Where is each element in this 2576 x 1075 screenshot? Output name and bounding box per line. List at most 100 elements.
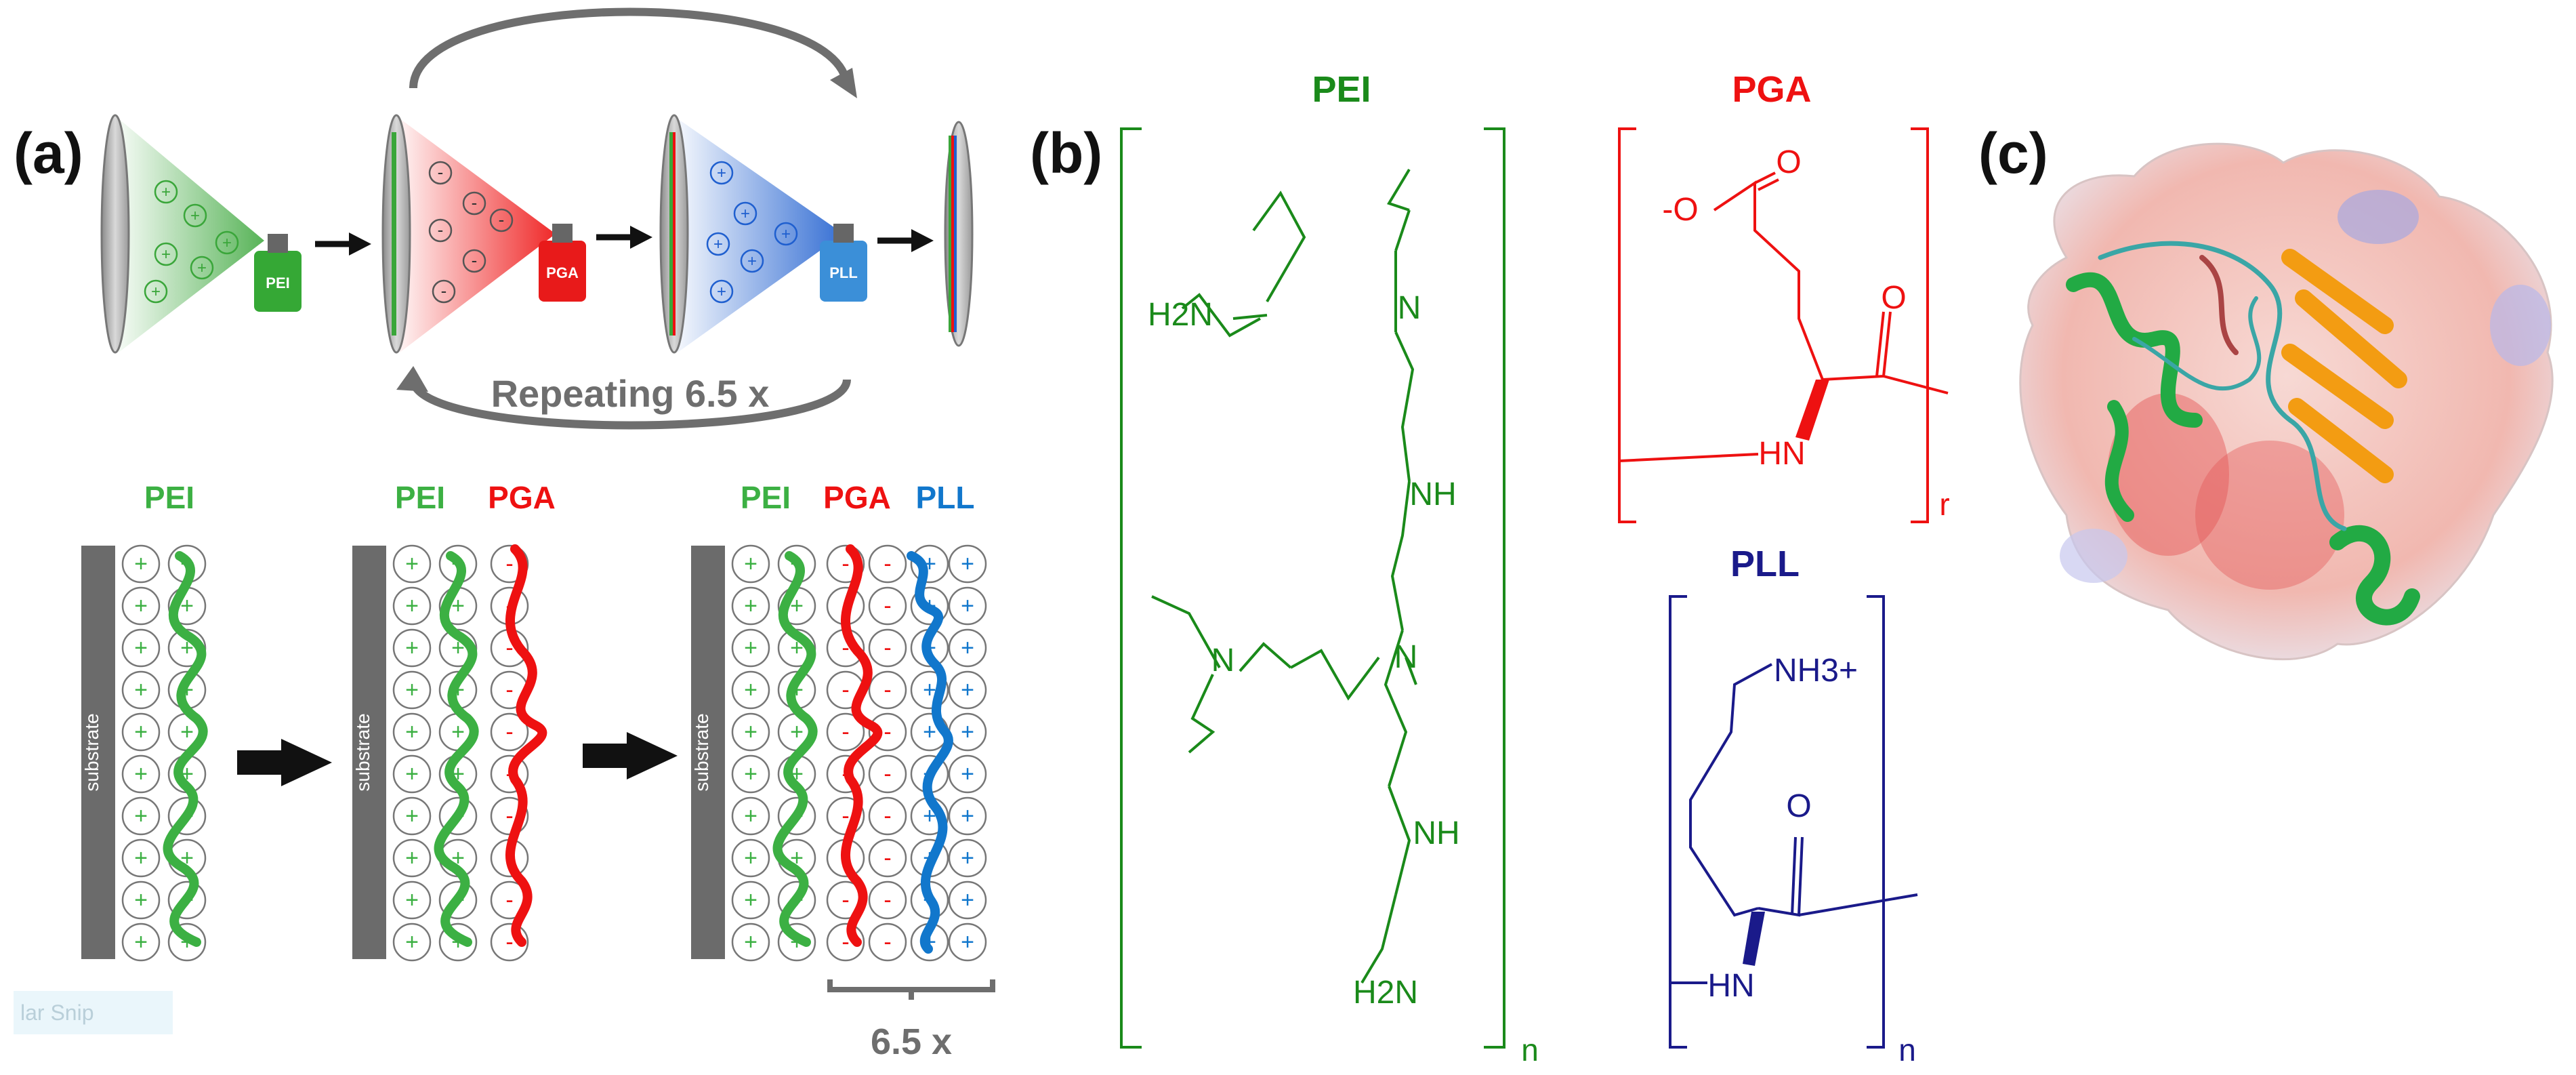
svg-text:+: +	[747, 252, 757, 270]
charge-sign: +	[180, 593, 194, 619]
charge-circle	[392, 586, 432, 626]
substrate-label: substrate	[352, 713, 373, 791]
charge-circle	[731, 796, 770, 836]
charge-circle	[121, 670, 161, 710]
charge-circle	[731, 712, 770, 752]
charge-circle	[121, 754, 161, 794]
substrate-label: substrate	[81, 713, 102, 791]
bracket	[827, 979, 995, 992]
charge-circle	[948, 838, 987, 878]
spray-step-pei: ++ ++ ++ PEI	[100, 114, 302, 354]
spray-can-pei	[254, 251, 302, 312]
charge-circle	[121, 628, 161, 668]
charge-sign: +	[744, 887, 757, 913]
charge-circle	[868, 712, 907, 752]
pei-group-h2n: H2N	[1148, 297, 1213, 333]
pga-chain	[840, 544, 883, 947]
charge-circle	[121, 712, 161, 752]
charge-sign: -	[842, 929, 849, 955]
charge-circle	[948, 796, 987, 836]
charge-circles-green	[144, 180, 239, 304]
bracket-right	[1484, 127, 1505, 1049]
charge-circle	[826, 922, 865, 962]
charge-sign: +	[134, 845, 148, 871]
charge-circle	[438, 880, 478, 920]
charge-circle	[910, 670, 949, 710]
charge-sign: +	[134, 761, 148, 787]
bracket-right	[1911, 127, 1929, 523]
svg-text:+: +	[197, 259, 207, 277]
charge-circle	[731, 838, 770, 878]
charge-sign: +	[405, 803, 419, 829]
charge-circle	[731, 586, 770, 626]
charge-sign: +	[961, 719, 974, 745]
charge-sign: +	[744, 551, 757, 577]
charge-sign: +	[405, 719, 419, 745]
substrate-label: substrate	[691, 713, 712, 791]
charge-sign: -	[842, 677, 849, 703]
charge-sign: +	[134, 593, 148, 619]
substrate-disk	[100, 114, 130, 354]
pga-group-o: O	[1776, 144, 1801, 180]
charge-circle	[392, 544, 432, 584]
charge-sign: +	[405, 845, 419, 871]
charge-sign: -	[505, 887, 513, 913]
secondary-structure	[2066, 241, 2420, 626]
pei-group-n: N	[1398, 290, 1421, 326]
pei-title: PEI	[1312, 69, 1371, 110]
pga-subscript: r	[1939, 487, 1949, 522]
charge-circle	[167, 796, 207, 836]
charge-sign: +	[961, 929, 974, 955]
charge-circle	[167, 628, 207, 668]
charge-circle	[438, 628, 478, 668]
spray-cone-red	[400, 119, 556, 352]
charge-circle	[868, 922, 907, 962]
bracket-right	[1867, 595, 1885, 1049]
charge-circle	[868, 628, 907, 668]
charge-circle	[948, 880, 987, 920]
svg-text:+: +	[190, 207, 200, 225]
loop-arrow-top	[409, 7, 851, 89]
charge-sign: -	[884, 887, 891, 913]
pga-chain	[505, 544, 547, 947]
charge-sign: +	[134, 551, 148, 577]
pei-chain	[434, 551, 479, 947]
charge-sign: +	[744, 593, 757, 619]
svg-text:-: -	[438, 220, 444, 240]
bracket-left	[1669, 595, 1687, 1049]
charge-circle	[868, 670, 907, 710]
svg-text:+: +	[717, 283, 726, 301]
pll-structure: PLL NH3+ O HN n	[1669, 544, 1918, 1068]
charge-circle	[731, 880, 770, 920]
charge-circle	[121, 796, 161, 836]
charge-circle	[121, 838, 161, 878]
charge-sign: -	[884, 761, 891, 787]
charge-sign: +	[961, 593, 974, 619]
pei-group-n: N	[1211, 643, 1235, 678]
charge-sign: +	[134, 887, 148, 913]
charge-circle	[948, 544, 987, 584]
pei-structure: PEI H2N N NH N N NH H2N n	[1120, 69, 1539, 1068]
bracket-left	[1618, 127, 1636, 523]
charge-sign: +	[451, 719, 465, 745]
substrate-bar	[352, 546, 386, 959]
charge-circle	[868, 754, 907, 794]
charge-circle	[490, 712, 529, 752]
charge-sign: -	[884, 719, 891, 745]
charge-circle	[392, 670, 432, 710]
svg-text:+: +	[717, 164, 726, 182]
charge-sign: +	[134, 803, 148, 829]
svg-text:+: +	[781, 225, 791, 243]
charge-circle	[490, 922, 529, 962]
plus-signs-green: ++ ++ ++	[151, 183, 232, 301]
charge-sign: +	[134, 719, 148, 745]
charge-circle	[777, 922, 816, 962]
stage3-label-pga: PGA	[823, 480, 891, 515]
pei-group-nh: NH	[1413, 815, 1459, 851]
charge-sign: -	[842, 803, 849, 829]
charge-sign: +	[961, 761, 974, 787]
charge-circle	[490, 544, 529, 584]
pga-structure: PGA -O O O HN r	[1618, 69, 1950, 523]
charge-circle	[731, 670, 770, 710]
pga-group-hn: HN	[1758, 436, 1805, 472]
